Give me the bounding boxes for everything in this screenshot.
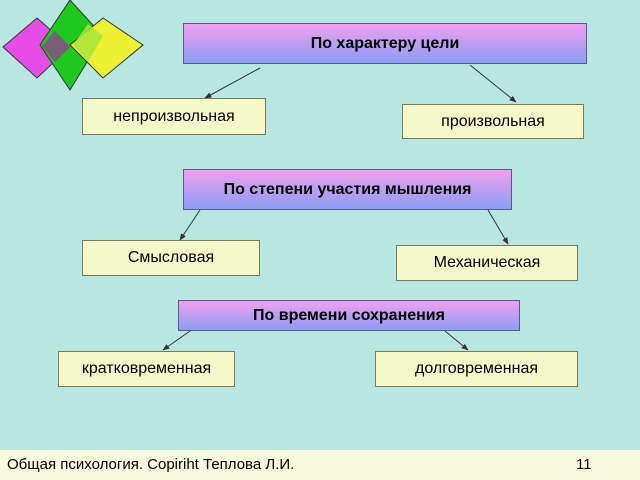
arrow-group2-left xyxy=(179,209,201,241)
leaf-voluntary: произвольная xyxy=(402,104,584,139)
arrow-group2-right xyxy=(487,209,509,245)
leaf-mechanical: Механическая xyxy=(396,245,578,281)
connector-arrows xyxy=(162,64,517,351)
overlap-magenta-green xyxy=(42,31,70,62)
page-number: 11 xyxy=(576,456,592,473)
arrow-group1-right xyxy=(469,64,517,103)
decorative-diamonds-logo xyxy=(2,0,144,91)
leaf-semantic: Смысловая xyxy=(82,240,260,276)
leaf-short-term: кратковременная xyxy=(58,351,235,387)
arrow-group3-left xyxy=(162,330,191,351)
footer-text: Общая психология. Copiriht Теплова Л.И. xyxy=(7,456,295,473)
leaf-long-term: долговременная xyxy=(375,351,578,387)
overlap-green-yellow xyxy=(73,24,103,62)
header-by-goal: По характеру цели xyxy=(183,23,587,64)
arrow-group1-left xyxy=(204,67,261,99)
leaf-involuntary: непроизвольная xyxy=(82,98,266,135)
arrow-group3-right xyxy=(444,330,469,351)
header-by-thinking: По степени участия мышления xyxy=(183,169,512,210)
slide-footer: Общая психология. Copiriht Теплова Л.И. … xyxy=(0,450,640,480)
header-by-retention: По времени сохранения xyxy=(178,300,520,331)
